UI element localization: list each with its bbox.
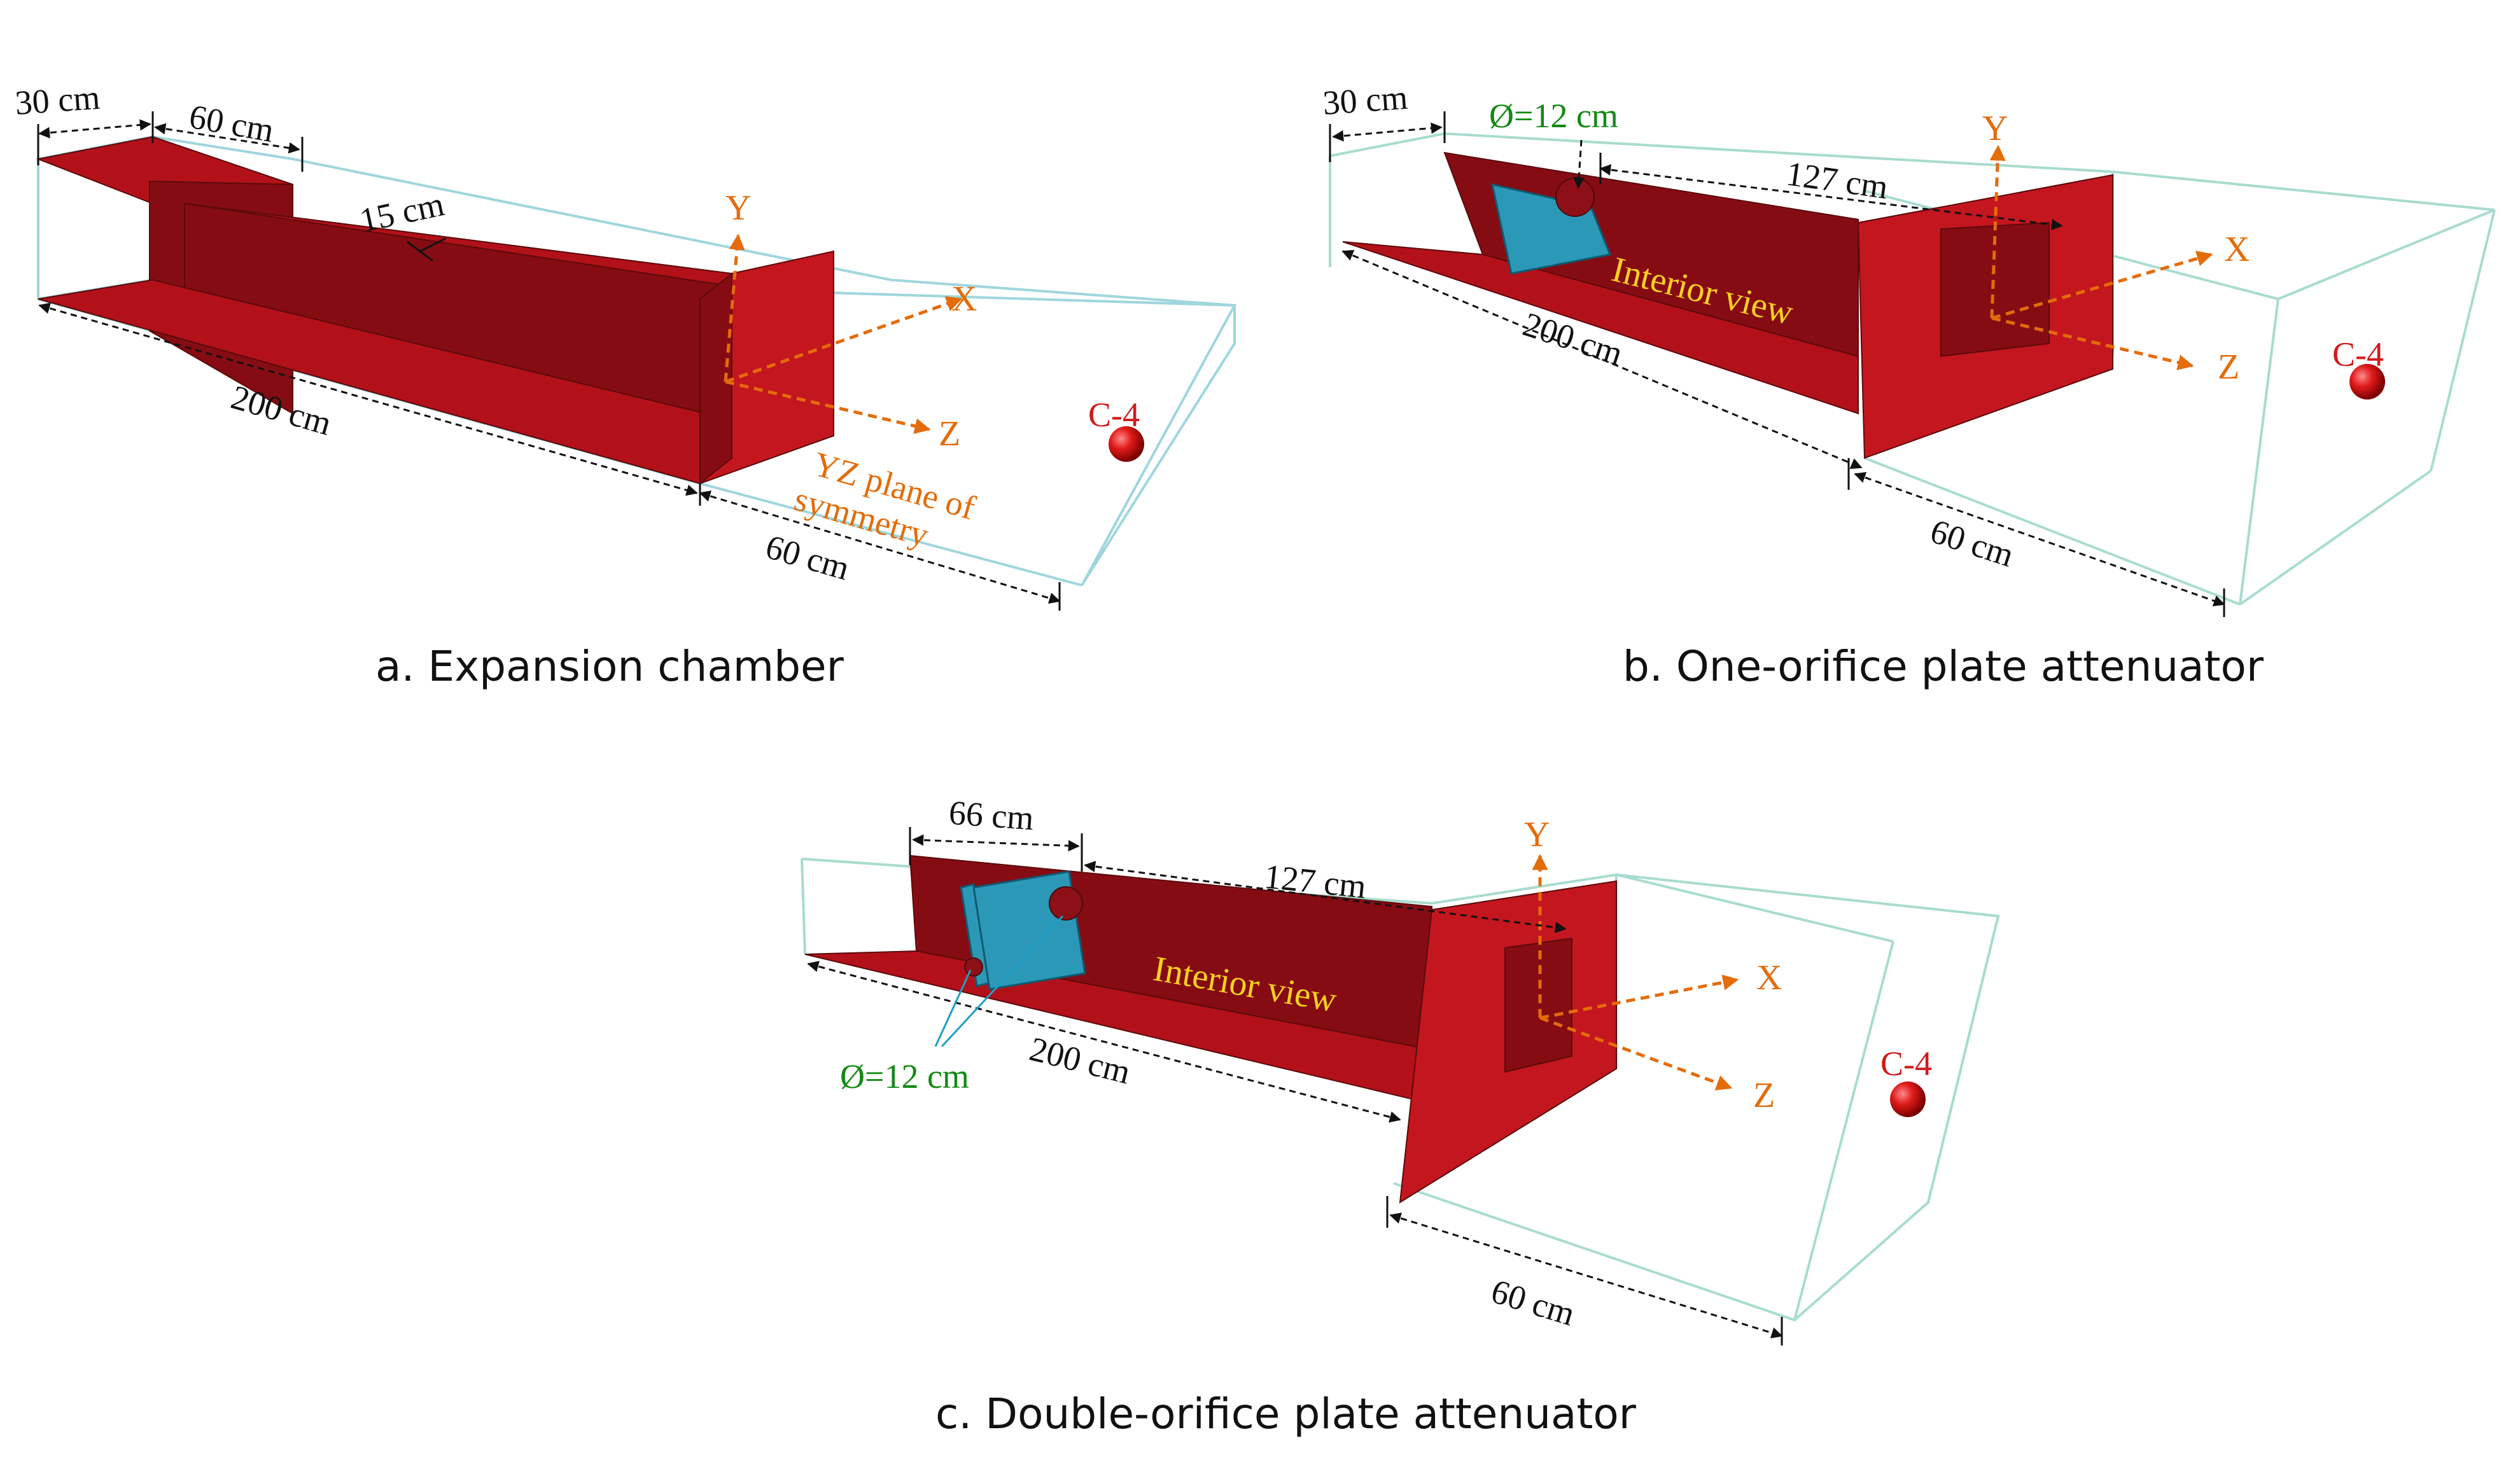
panel-a-dim-30: 30 cm [14, 78, 101, 122]
panel-b-dim-127: 127 cm [1784, 154, 1890, 206]
panel-a-dim-60-top: 60 cm [186, 97, 277, 149]
panel-b-dim-60: 60 cm [1926, 511, 2018, 574]
panel-a-caption: a. Expansion chamber [375, 642, 844, 691]
panel-b-axis-z: Z [2218, 347, 2239, 387]
panel-c-axis-y: Y [1524, 815, 1550, 854]
panel-a-axis-y: Y [725, 188, 751, 228]
panel-c-dim-200: 200 cm [1026, 1029, 1134, 1091]
panel-c-charge-sphere [1890, 1081, 1926, 1117]
panel-b-axis-y: Y [1982, 109, 2008, 148]
panel-a-dim-60-bottom: 60 cm [762, 527, 854, 587]
panel-b-axes: Y X Z [1982, 109, 2250, 387]
panel-b-dim-30: 30 cm [1322, 78, 1409, 122]
panel-c-orifice-label: Ø=12 cm [840, 1057, 969, 1095]
panel-b-axis-x: X [2224, 230, 2250, 269]
panel-b-caption: b. One-orifice plate attenuator [1623, 642, 2264, 691]
panel-c-orifice-hole-1 [1049, 886, 1083, 921]
panel-b-orifice-label: Ø=12 cm [1489, 97, 1618, 135]
panel-b-one-orifice-plate-attenuator: Y X Z 30 cm Ø=12 cm 127 cm Interior view… [1322, 78, 2496, 691]
panel-a-dimensions: 30 cm 60 cm 15 cm 200 cm 60 cm [14, 78, 1061, 611]
panel-b-orifice-hole [1555, 177, 1595, 217]
panel-c-double-orifice-plate-attenuator: Y X Z 66 cm 127 cm Interior view Ø=12 cm… [801, 793, 2000, 1438]
panel-a-dim-15: 15 cm [356, 184, 447, 239]
panel-a-axis-x: X [951, 279, 977, 319]
panel-a-axes: Y X Z [724, 188, 977, 454]
panel-c-inner-block [1504, 937, 1572, 1073]
panel-a-expansion-chamber: Y X Z 30 cm 60 cm 15 cm 200 cm 60 cm YZ … [14, 78, 1237, 691]
panel-c-axis-z: Z [1753, 1076, 1775, 1115]
panel-b-charge-sphere [2349, 364, 2385, 400]
panel-c-orifice-hole-2 [964, 957, 983, 977]
panel-c-caption: c. Double-orifice plate attenuator [935, 1389, 1637, 1438]
panel-c-axis-x: X [1756, 958, 1782, 998]
panel-c-charge-label: C-4 [1880, 1045, 1932, 1083]
panel-a-charge-sphere [1109, 426, 1144, 462]
panel-c-dim-66: 66 cm [948, 793, 1035, 837]
panel-a-axis-z: Z [939, 414, 960, 454]
panel-c-dim-60: 60 cm [1487, 1272, 1579, 1333]
